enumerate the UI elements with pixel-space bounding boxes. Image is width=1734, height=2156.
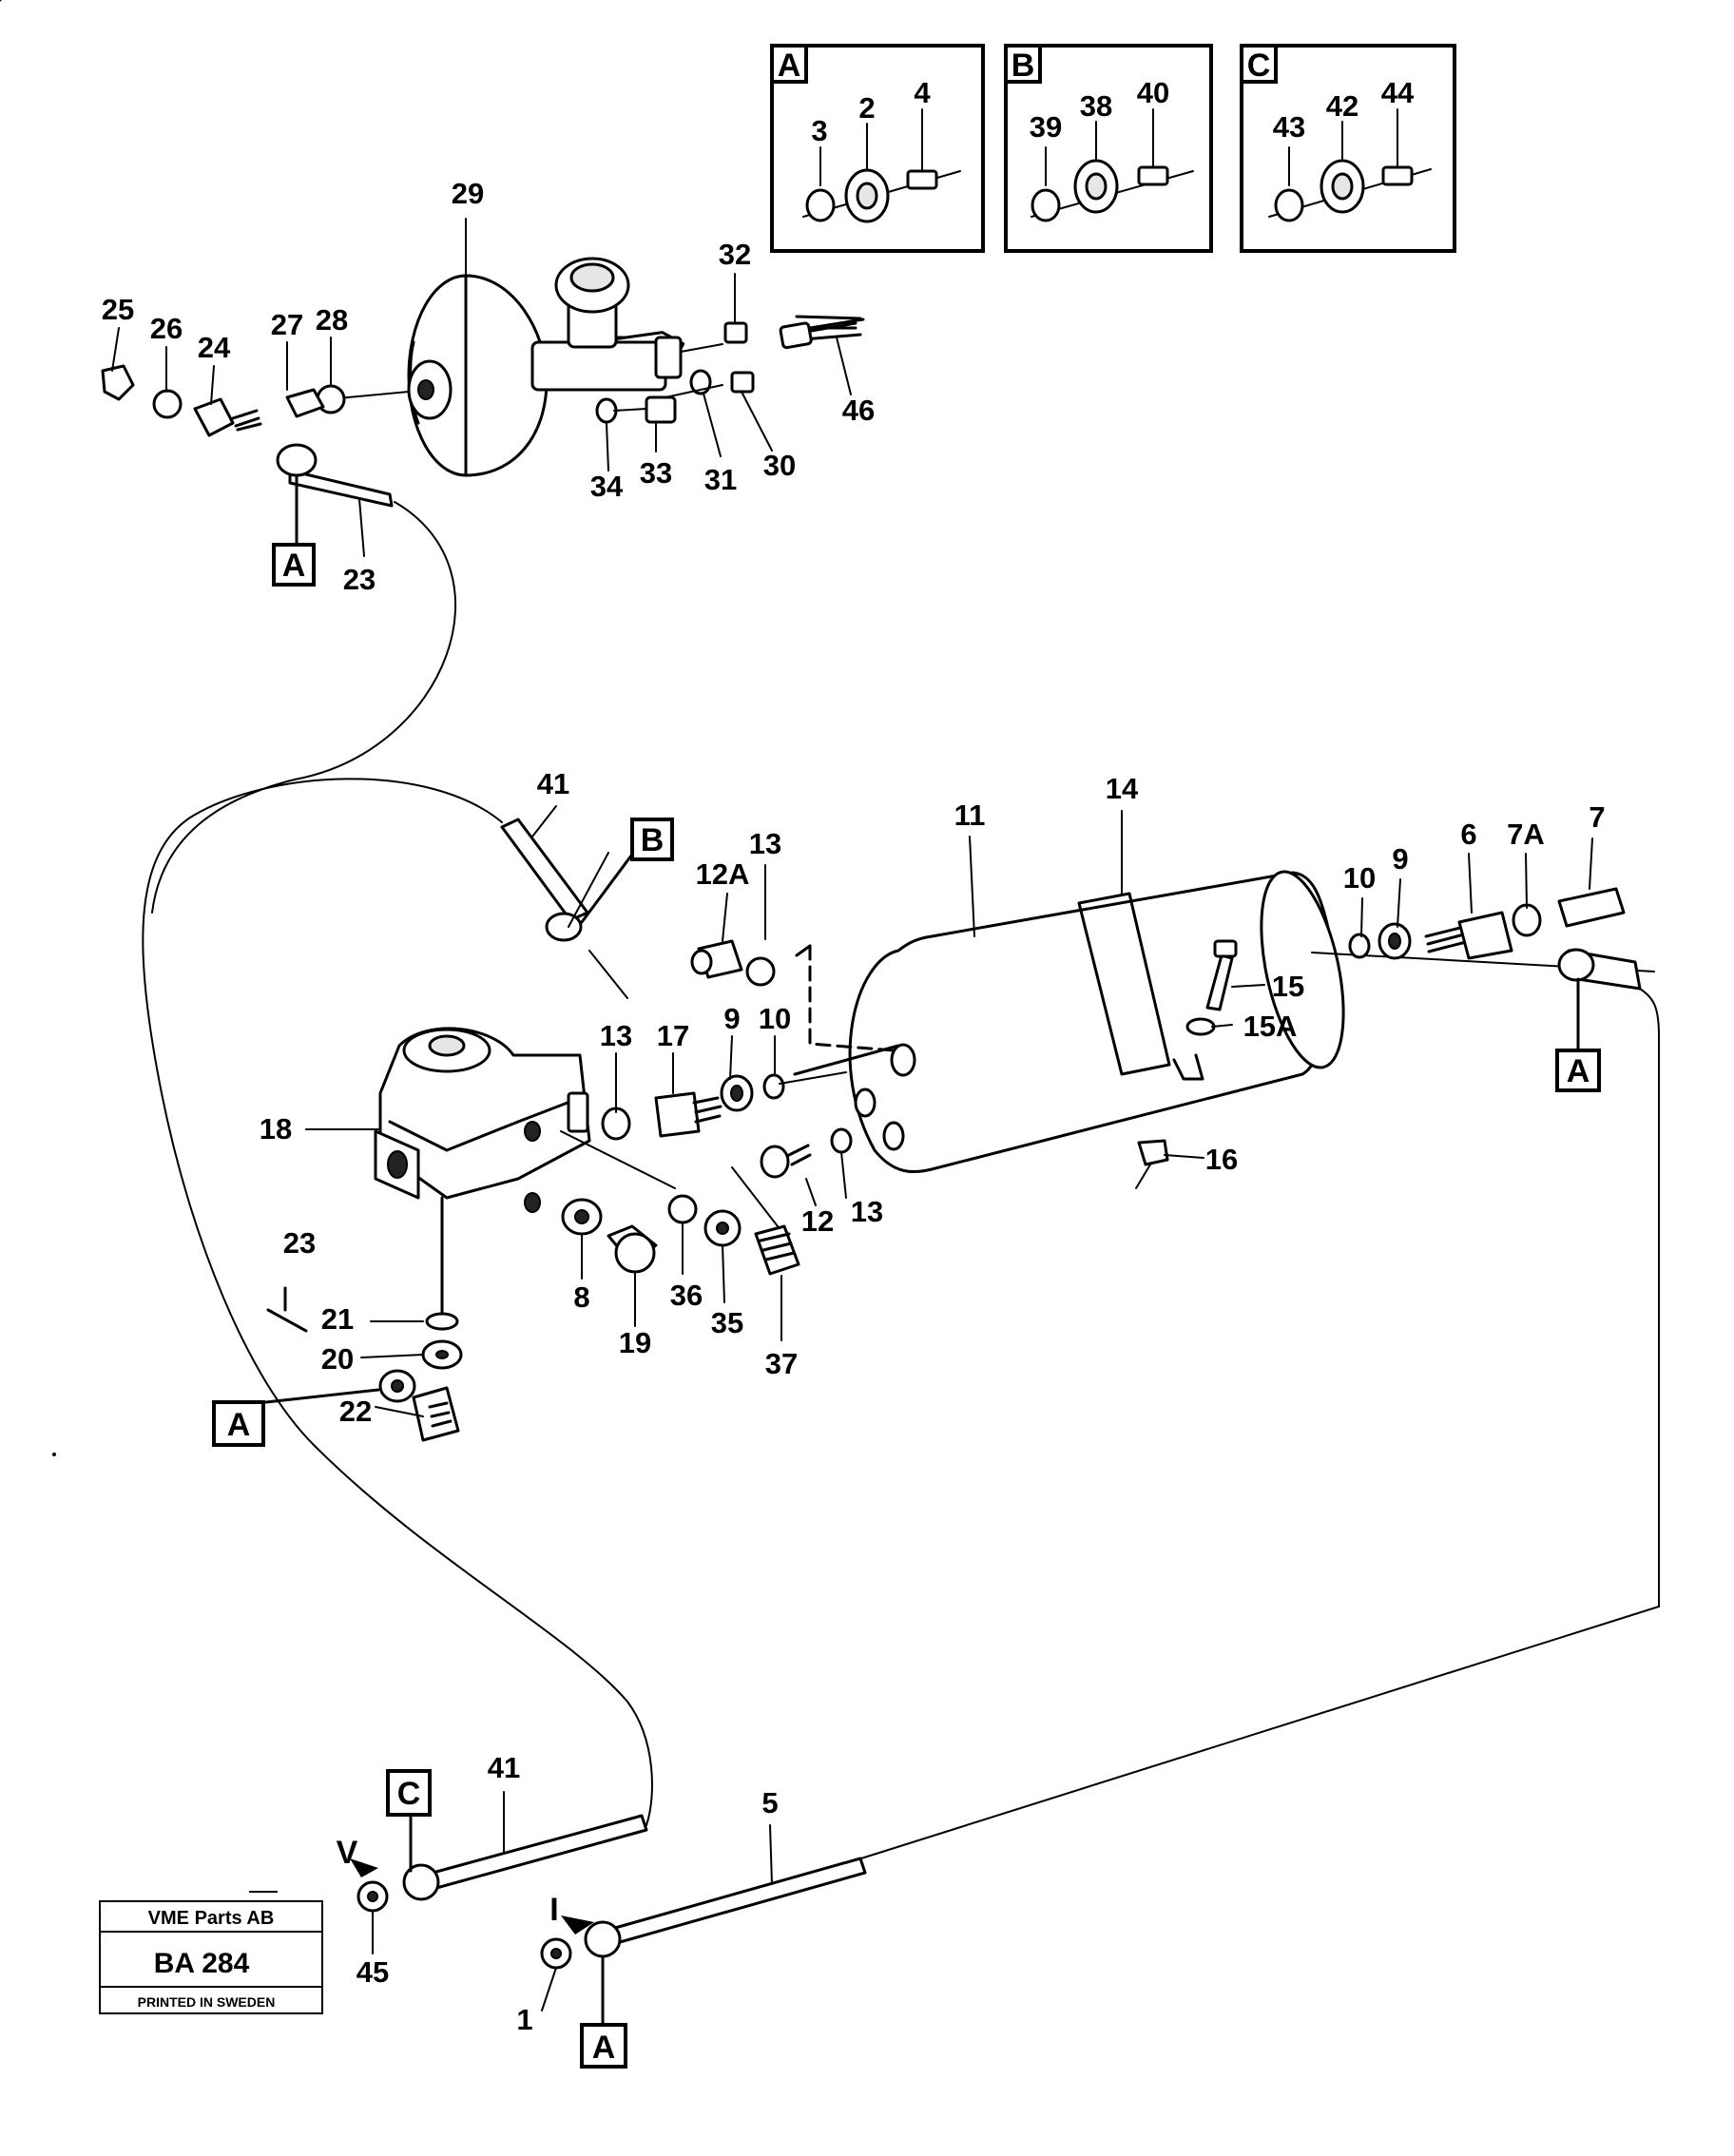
tag-a-top: A <box>282 548 306 584</box>
inset-c: C 43 42 44 <box>1240 44 1456 253</box>
inset-c-part-42: 42 <box>1326 89 1358 123</box>
label-41-lower: 41 <box>488 1751 520 1784</box>
label-17: 17 <box>657 1019 689 1052</box>
label-7: 7 <box>1589 800 1605 834</box>
label-13-upper: 13 <box>749 827 781 860</box>
tag-b: B <box>641 822 665 858</box>
label-45: 45 <box>356 1955 389 1989</box>
label-10-right: 10 <box>1343 861 1376 895</box>
label-9-right: 9 <box>1392 842 1408 876</box>
label-37: 37 <box>765 1347 798 1380</box>
inset-b-part-38: 38 <box>1080 89 1112 123</box>
label-15a: 15A <box>1243 1010 1298 1043</box>
footer-company: VME Parts AB <box>148 1908 275 1929</box>
label-12a: 12A <box>696 857 750 891</box>
tag-a-left: A <box>227 1407 251 1443</box>
label-19: 19 <box>619 1326 651 1359</box>
stray-dot <box>52 1453 56 1456</box>
inset-b-part-39: 39 <box>1030 110 1062 144</box>
label-8: 8 <box>573 1280 589 1314</box>
inset-a-part-2: 2 <box>858 91 875 125</box>
inset-a: A 3 2 4 <box>770 44 985 253</box>
label-6: 6 <box>1460 818 1476 851</box>
label-26: 26 <box>150 312 183 345</box>
inset-c-part-43: 43 <box>1273 110 1305 144</box>
label-30: 30 <box>763 449 796 482</box>
footer-code: BA 284 <box>154 1948 250 1979</box>
label-10-center: 10 <box>759 1002 791 1035</box>
label-29: 29 <box>452 177 484 210</box>
label-22: 22 <box>339 1395 372 1428</box>
air-tank-assembly: 41 13 12A 11 14 10 9 6 7A 7 15 15A 17 9 … <box>142 767 1660 1864</box>
brake-cylinder-assembly: 29 25 26 24 27 28 32 46 34 33 31 30 23 A <box>0 0 875 914</box>
label-31: 31 <box>704 463 737 496</box>
inset-a-part-3: 3 <box>811 114 827 147</box>
label-5: 5 <box>761 1786 778 1819</box>
label-11: 11 <box>954 799 986 832</box>
inset-a-part-4: 4 <box>914 76 931 109</box>
label-1: 1 <box>516 2003 532 2036</box>
label-32: 32 <box>719 238 751 271</box>
label-27: 27 <box>271 308 303 341</box>
label-25: 25 <box>102 293 134 326</box>
label-35: 35 <box>711 1306 743 1339</box>
label-24: 24 <box>198 331 231 364</box>
direction-mark-v: V <box>337 1835 358 1871</box>
direction-mark-i: I <box>549 1892 558 1928</box>
footer-printed: PRINTED IN SWEDEN <box>138 1994 276 2010</box>
label-9-center: 9 <box>723 1002 740 1035</box>
label-21: 21 <box>321 1302 354 1336</box>
label-23-top: 23 <box>343 563 376 596</box>
label-18: 18 <box>260 1112 292 1145</box>
footer-box: VME Parts AB BA 284 PRINTED IN SWEDEN <box>99 1891 323 2014</box>
label-23-lower: 23 <box>283 1226 316 1260</box>
inset-c-part-44: 44 <box>1381 76 1415 109</box>
label-41-upper: 41 <box>537 767 569 800</box>
label-15: 15 <box>1272 970 1304 1003</box>
label-12: 12 <box>801 1204 834 1238</box>
tag-a-right: A <box>1567 1053 1590 1089</box>
inset-b-part-40: 40 <box>1137 76 1169 109</box>
label-16: 16 <box>1205 1143 1238 1176</box>
inset-letter-c: C <box>1247 48 1271 84</box>
label-34: 34 <box>590 470 624 503</box>
label-7a: 7A <box>1507 818 1545 851</box>
inset-letter-a: A <box>778 48 801 84</box>
label-28: 28 <box>316 303 348 337</box>
label-36: 36 <box>670 1279 703 1312</box>
label-33: 33 <box>640 456 672 490</box>
label-20: 20 <box>321 1342 354 1376</box>
label-46: 46 <box>842 394 875 427</box>
tag-c: C <box>397 1776 421 1812</box>
label-13-lower: 13 <box>851 1195 883 1228</box>
bottom-pipes: 41 5 45 1 V I C A <box>337 1751 867 2069</box>
label-14: 14 <box>1106 772 1139 805</box>
tag-a-bottom: A <box>592 2030 616 2066</box>
inset-b: B 39 38 40 <box>1004 44 1213 253</box>
label-13-center: 13 <box>600 1019 632 1052</box>
inset-letter-b: B <box>1012 48 1035 84</box>
